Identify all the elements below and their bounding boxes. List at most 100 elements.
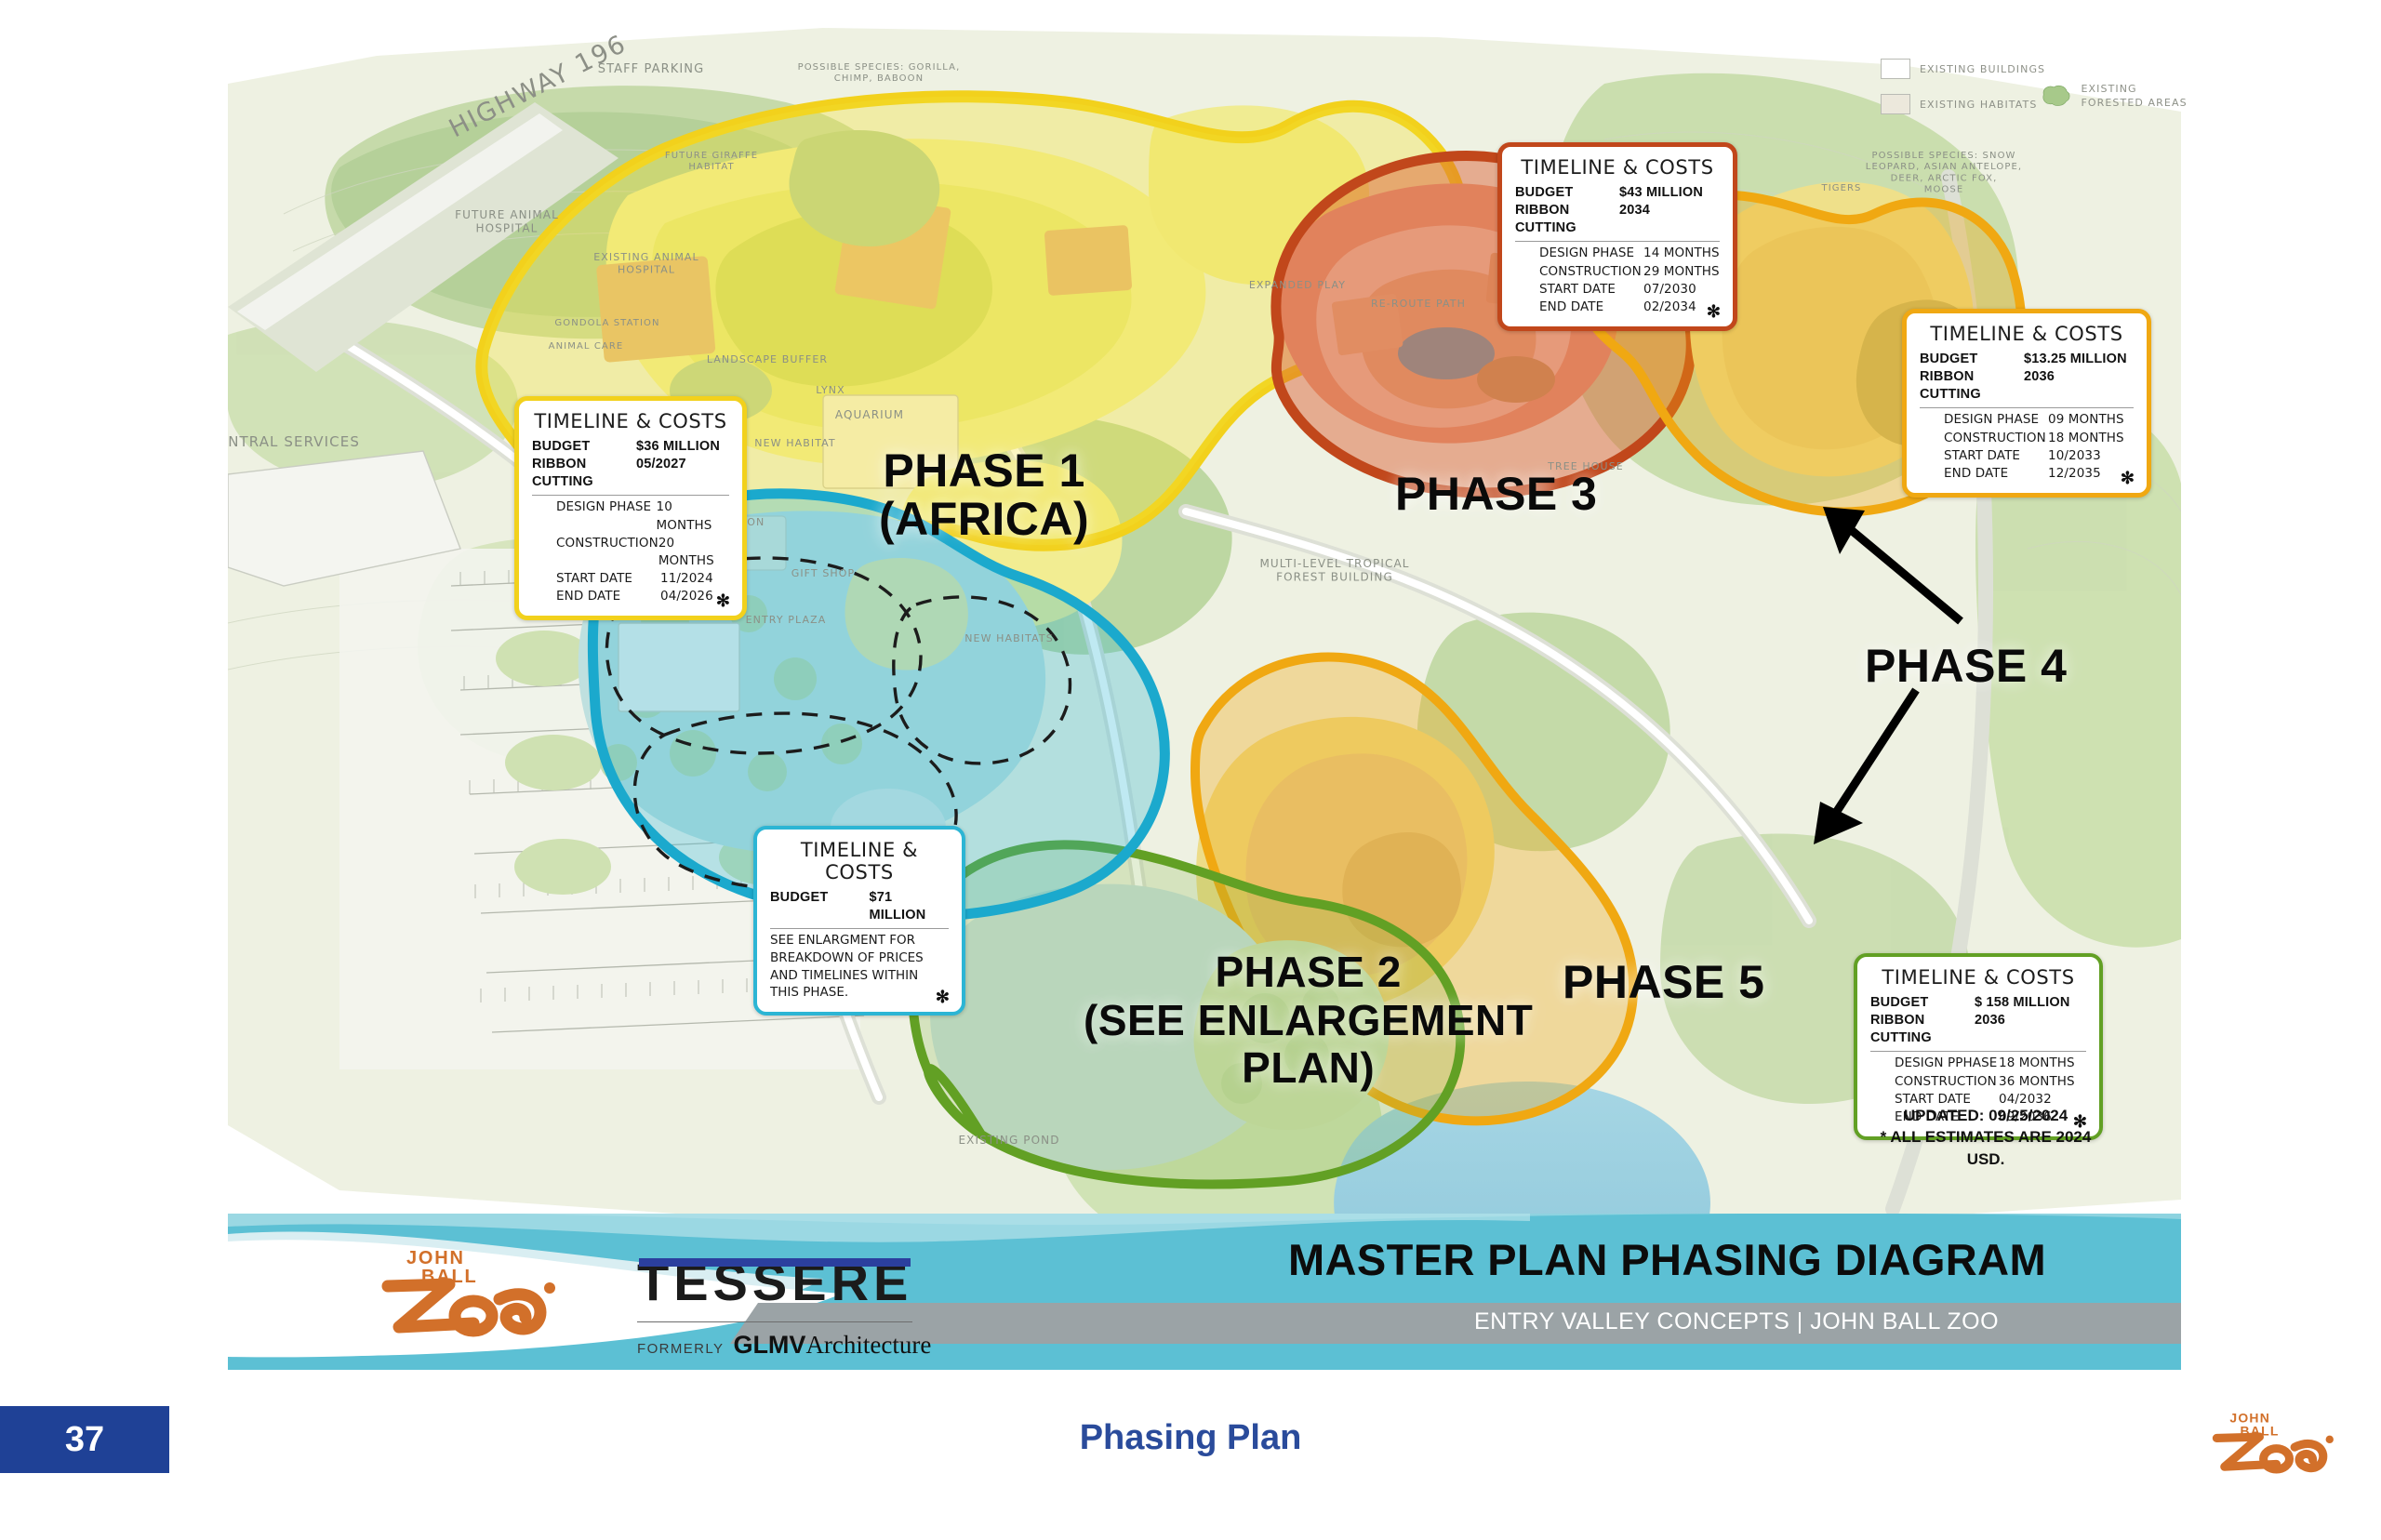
legend-label-buildings: EXISTING BUILDINGS [1920,62,2046,75]
budget-value: $13.25 MILLION [2024,352,2127,366]
detail-label: START DATE [556,571,633,586]
divider [770,928,949,930]
john-ball-zoo-mark-icon: JOHN BALL [2212,1411,2334,1474]
budget-row: BUDGET $13.25 MILLION [1920,351,2134,368]
detail-label: DESIGN PHASE [556,499,652,515]
ribbon-label: RIBBON CUTTING [1920,369,1981,403]
detail-row: END DATE 12/2035 [1920,465,2134,483]
updated-note: UPDATED: 09/25/2024 * ALL ESTIMATES ARE … [1860,1105,2111,1170]
footnote-marker-icon: ✻ [2072,1112,2087,1131]
map-site-label: RE-ROUTE PATH [1371,298,1466,310]
architecture-serif: Architecture [805,1331,932,1359]
detail-value: 04/2032 [1999,1091,2052,1107]
glmv-architecture-name: GLMVArchitecture [733,1331,931,1360]
phase-4-outline-south [1190,652,1639,1126]
callout-title: TIMELINE & COSTS [1882,966,2075,989]
ribbon-value: 2036 [2024,369,2055,385]
detail-value: 18 MONTHS [1999,1055,2075,1071]
legend-label-forested: EXISTING FORESTED AREAS [2081,82,2188,109]
detail-label: CONSTRUCTION [1944,430,2046,445]
ribbon-label: RIBBON CUTTING [532,457,593,490]
detail-label: DESIGN PPHASE [1895,1055,1998,1071]
detail-value: 11/2024 [660,571,713,586]
map-site-label: LYNX [816,384,845,396]
phase-2-note: SEE ENLARGMENT FOR BREAKDOWN OF PRICES A… [770,933,924,1001]
page-number-badge: 37 [0,1406,169,1473]
map-legend: EXISTING BUILDINGS EXISTING HABITATS EXI… [1869,51,2190,135]
detail-label: CONSTRUCTION [1895,1073,1997,1089]
map-site-label: ANIMAL CARE [549,341,624,352]
ribbon-row: RIBBON CUTTING 2036 [1920,368,2134,404]
updated-date: UPDATED: 09/25/2024 [1903,1107,2068,1124]
budget-value: $ 158 MILLION [1975,995,2070,1010]
map-site-label: GONDOLA STATION [554,318,659,328]
detail-label: CONSTRUCTION [1539,263,1642,279]
map-site-label: LANDSCAPE BUFFER [707,353,828,365]
detail-label: START DATE [1895,1091,1972,1107]
detail-value: 29 MONTHS [1643,263,1720,279]
john-ball-zoo-logo: JOHN BALL [377,1243,577,1341]
tessere-divider [637,1321,912,1322]
phase-4-label: PHASE 4 [1865,640,2068,692]
ribbon-value: 05/2027 [636,457,686,472]
ribbon-row: RIBBON CUTTING 05/2027 [532,456,729,491]
svg-text:JOHN: JOHN [2229,1411,2270,1426]
budget-label: BUDGET [1920,352,1978,366]
phase-1-callout: TIMELINE & COSTS BUDGET $36 MILLION RIBB… [514,396,747,621]
tessere-wordmark: TESSERE [637,1256,916,1308]
detail-value: 18 MONTHS [2048,430,2124,445]
budget-row: BUDGET $71 MILLION [770,889,949,924]
footnote-marker-icon: ✻ [2120,469,2135,487]
budget-row: BUDGET $43 MILLION [1515,184,1720,202]
legend-item-existing-buildings: EXISTING BUILDINGS [1881,59,2045,79]
phase-2-outline [587,488,1170,923]
map-site-label: POSSIBLE SPECIES: GORILLA,CHIMP, BABOON [798,62,961,84]
map-site-label: EXISTING POND [958,1134,1059,1147]
phase-1-habitats [596,105,1370,629]
highway-196 [228,102,619,372]
tessere-logo: TESSERE FORMERLY GLMVArchitecture [637,1256,931,1360]
callout-title: TIMELINE & COSTS [1521,156,1714,179]
callout-title: TIMELINE & COSTS [800,839,919,883]
central-services-building [228,450,461,587]
phase-5-outline [908,840,1466,1189]
ribbon-value: 2034 [1619,203,1651,219]
ribbon-label: RIBBON CUTTING [1515,203,1576,236]
footnote-marker-icon: ✻ [1706,302,1721,321]
map-site-label: CENTRAL SERVICES [228,433,360,450]
detail-row: START DATE 11/2024 [532,570,729,588]
detail-row: START DATE 10/2033 [1920,447,2134,465]
phase-2-label-line3: PLAN) [1242,1043,1376,1093]
phase-2-label: PHASE 2 (SEE ENLARGEMENT PLAN) [1084,948,1533,1093]
detail-row: DESIGN PHASE 09 MONTHS [1920,411,2134,429]
divider [1870,1051,2086,1053]
detail-value: 12/2035 [2048,465,2101,481]
phase-5-interior [930,883,1390,1171]
logo-john: JOHN [406,1248,465,1268]
budget-row: BUDGET $ 158 MILLION [1870,994,2086,1012]
detail-value: 36 MONTHS [1999,1073,2075,1089]
detail-value: 20 MONTHS [658,535,714,568]
phase-4-callout: TIMELINE & COSTS BUDGET $13.25 MILLION R… [1902,309,2151,498]
detail-row: CONSTRUCTION 36 MONTHS [1870,1073,2086,1091]
detail-label: END DATE [1539,299,1604,314]
glmv-bold: GLMV [733,1331,806,1359]
map-site-label: TIGERS [1820,183,1861,193]
page-footer-title: Phasing Plan [1079,1418,1302,1457]
detail-row: DESIGN PHASE 10 MONTHS [532,498,729,534]
legend-item-existing-forested-areas: EXISTING FORESTED AREAS [2039,77,2190,114]
banner-subtitle: ENTRY VALLEY CONCEPTS | JOHN BALL ZOO [1474,1308,2000,1334]
footnote-marker-icon: ✻ [935,987,950,1006]
page-number: 37 [64,1419,105,1459]
detail-label: DESIGN PHASE [1539,246,1635,261]
map-site-label: ENTRY PLAZA [746,614,827,626]
budget-row: BUDGET $36 MILLION [532,438,729,456]
budget-value: $36 MILLION [636,439,721,454]
map-site-label: GIFT SHOP [791,567,856,579]
phase-2-callout: TIMELINE & COSTS BUDGET $71 MILLION SEE … [753,826,965,1016]
